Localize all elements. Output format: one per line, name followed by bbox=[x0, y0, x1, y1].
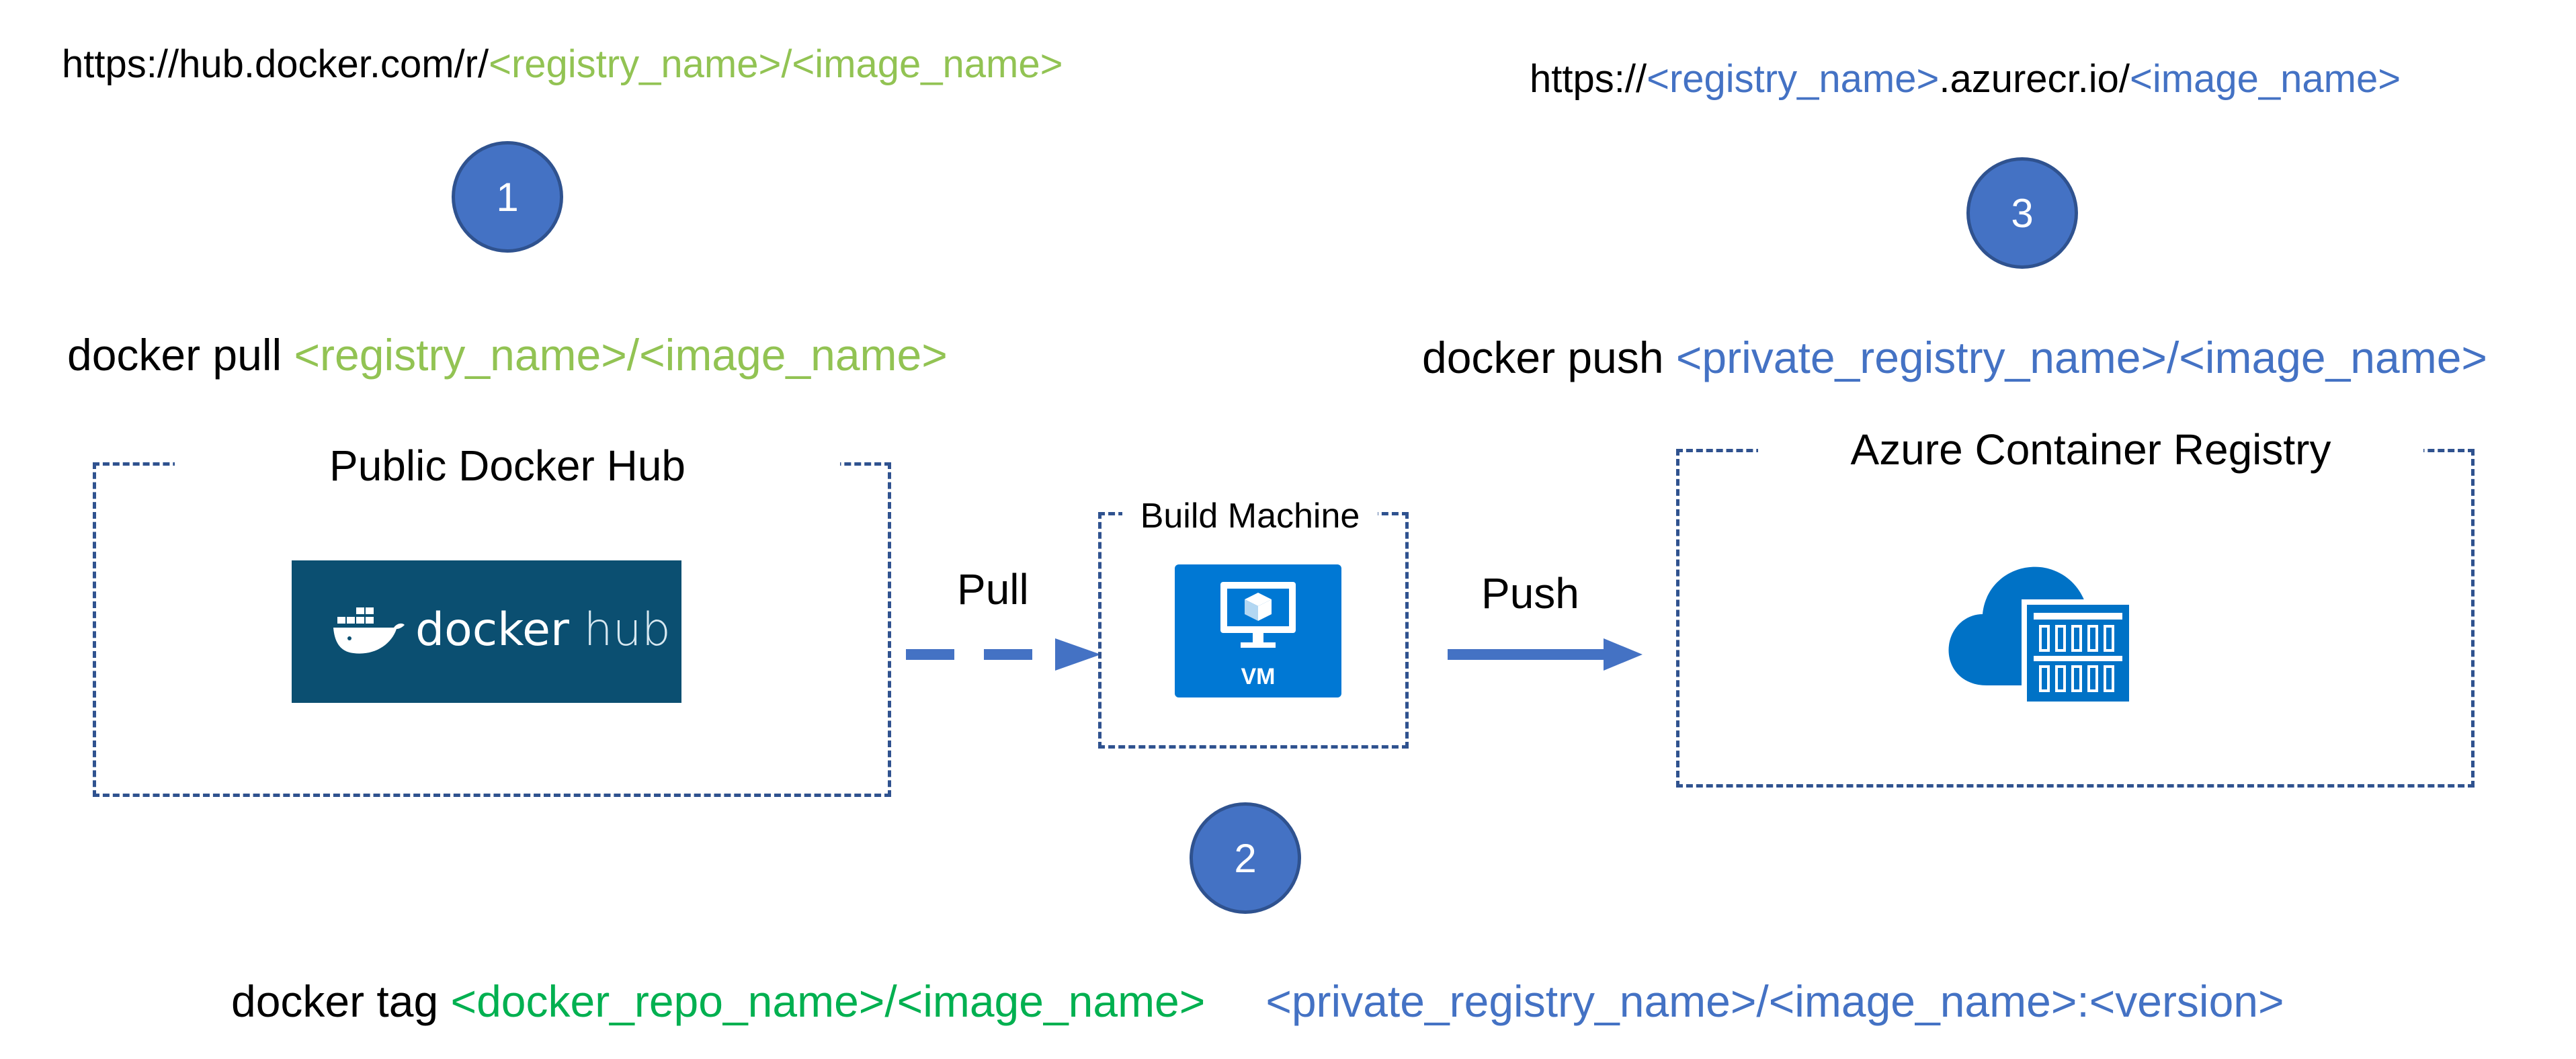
acr-url-middle: .azurecr.io/ bbox=[1939, 57, 2130, 101]
tag-command-target: <private_registry_name>/<image_name>:<ve… bbox=[1265, 976, 2284, 1026]
pull-arrow bbox=[906, 638, 1101, 671]
pull-command-name: docker pull bbox=[67, 330, 294, 380]
monitor-icon bbox=[1220, 582, 1296, 648]
pull-command: docker pull <registry_name>/<image_name> bbox=[67, 329, 948, 380]
vm-icon-label: VM bbox=[1241, 664, 1276, 689]
push-label: Push bbox=[1481, 569, 1579, 618]
tag-command-source: <docker_repo_name>/<image_name> bbox=[450, 976, 1206, 1026]
docker-hub-logo: docker hub bbox=[292, 560, 681, 703]
pull-command-arg: <registry_name>/<image_name> bbox=[294, 330, 948, 380]
vm-icon: VM bbox=[1175, 564, 1341, 697]
step-3-badge: 3 bbox=[1966, 157, 2078, 269]
push-arrow bbox=[1448, 638, 1643, 671]
push-command-arg: <private_registry_name>/<image_name> bbox=[1675, 333, 2487, 382]
acr-url-prefix: https:// bbox=[1530, 57, 1647, 101]
docker-hub-url-prefix: https://hub.docker.com/r/ bbox=[62, 42, 489, 86]
acr-url-image: <image_name> bbox=[2130, 57, 2401, 101]
docker-hub-logo-word2: hub bbox=[583, 603, 671, 656]
step-2-badge: 2 bbox=[1190, 802, 1301, 914]
acr-url: https://<registry_name>.azurecr.io/<imag… bbox=[1530, 56, 2401, 101]
docker-hub-logo-text: docker hub bbox=[415, 603, 671, 656]
docker-hub-url-path: <registry_name>/<image_name> bbox=[489, 42, 1063, 86]
step-1-badge: 1 bbox=[452, 141, 563, 253]
docker-hub-logo-word1: docker bbox=[415, 603, 569, 656]
azure-container-registry-title: Azure Container Registry bbox=[1758, 425, 2423, 474]
build-machine-title: Build Machine bbox=[1122, 496, 1378, 536]
tag-command-name: docker tag bbox=[231, 976, 451, 1026]
tag-command: docker tag <docker_repo_name>/<image_nam… bbox=[231, 976, 2284, 1027]
pull-label: Pull bbox=[957, 565, 1029, 613]
acr-url-registry: <registry_name> bbox=[1647, 57, 1940, 101]
push-command: docker push <private_registry_name>/<ima… bbox=[1422, 332, 2487, 383]
public-docker-hub-title: Public Docker Hub bbox=[175, 441, 840, 491]
docker-hub-url: https://hub.docker.com/r/<registry_name>… bbox=[62, 42, 1063, 87]
push-command-name: docker push bbox=[1422, 333, 1676, 382]
docker-whale-icon bbox=[333, 607, 405, 654]
azure-container-registry-icon bbox=[1948, 566, 2134, 707]
